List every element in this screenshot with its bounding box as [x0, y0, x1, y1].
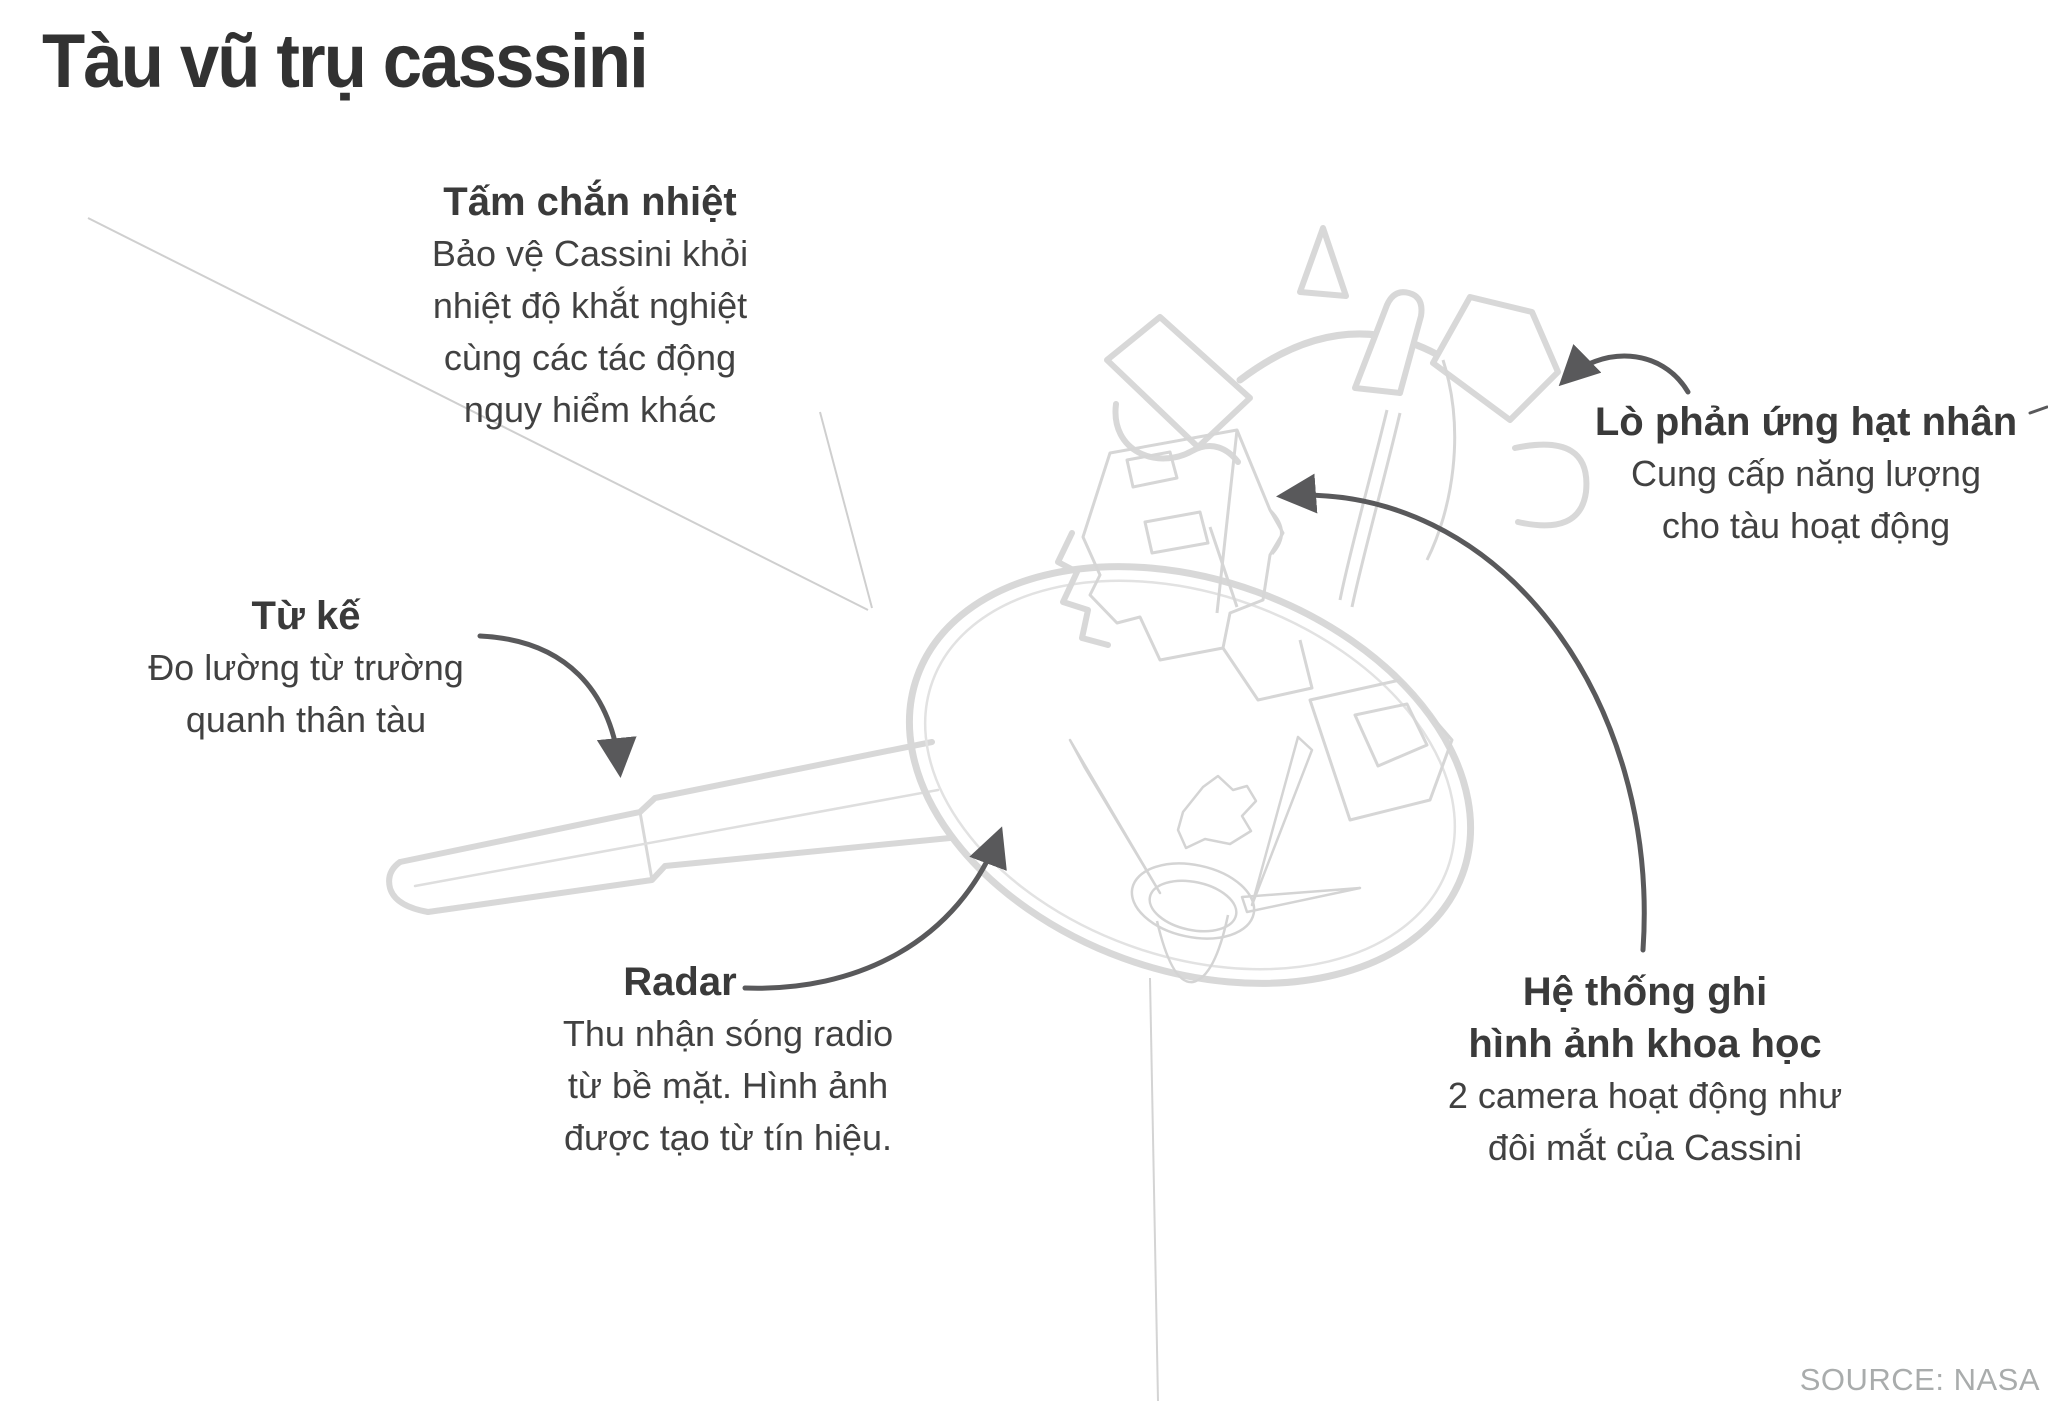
radar-line: từ bề mặt. Hình ảnh	[567, 1065, 889, 1106]
heat-shield-line: cùng các tác động	[443, 337, 737, 378]
callout-reactor: Lò phản ứng hạt nhân Cung cấp năng lượng…	[1576, 396, 2036, 552]
callout-magnetometer: Từ kế Đo lường từ trường quanh thân tàu	[91, 590, 521, 746]
antenna-feed-assembly	[1068, 735, 1362, 1401]
reactor-heading: Lò phản ứng hạt nhân	[1594, 400, 2018, 444]
heat-shield-line: nhiệt độ khắt nghiệt	[432, 285, 748, 326]
heat-shield-line: nguy hiểm khác	[463, 389, 717, 430]
imaging-line: 2 camera hoạt động như	[1447, 1075, 1843, 1116]
callout-radar: Radar Thu nhận sóng radio từ bề mặt. Hìn…	[498, 956, 958, 1164]
arrow-magnetometer	[477, 633, 637, 778]
radar-line: Thu nhận sóng radio	[562, 1013, 894, 1054]
imaging-heading: hình ảnh khoa học	[1468, 1022, 1822, 1066]
spacecraft-guy-wires	[87, 217, 873, 611]
arrow-reactor	[1558, 343, 1691, 395]
reactor-line: Cung cấp năng lượng	[1631, 453, 1981, 494]
heat-shield-line: Bảo vệ Cassini khỏi	[431, 233, 749, 274]
callout-heat-shield: Tấm chắn nhiệt Bảo vệ Cassini khỏi nhiệt…	[375, 176, 805, 436]
magnetometer-line: quanh thân tàu	[185, 699, 427, 740]
source-credit: SOURCE: NASA	[1799, 1362, 2040, 1397]
equipment-module	[1081, 359, 1457, 822]
spacecraft-upper-body	[1055, 225, 1590, 648]
magnetometer-line: Đo lường từ trường	[148, 647, 464, 688]
page-title: Tàu vũ trụ casssini	[42, 19, 649, 104]
magnetometer-boom	[386, 739, 953, 915]
leader-stub-reactor	[2028, 405, 2048, 415]
imaging-heading: Hệ thống ghi	[1522, 970, 1768, 1014]
magnetometer-heading: Từ kế	[251, 594, 361, 638]
arrow-imaging	[1276, 473, 1647, 953]
reactor-line: cho tàu hoạt động	[1661, 505, 1951, 546]
imaging-line: đôi mắt của Cassini	[1487, 1127, 1803, 1168]
callout-imaging-system: Hệ thống ghi hình ảnh khoa học 2 camera …	[1405, 966, 1885, 1174]
radar-line: được tạo từ tín hiệu.	[564, 1117, 892, 1158]
arrow-radar	[742, 826, 1007, 991]
heat-shield-heading: Tấm chắn nhiệt	[443, 180, 737, 224]
radar-heading: Radar	[623, 960, 737, 1004]
